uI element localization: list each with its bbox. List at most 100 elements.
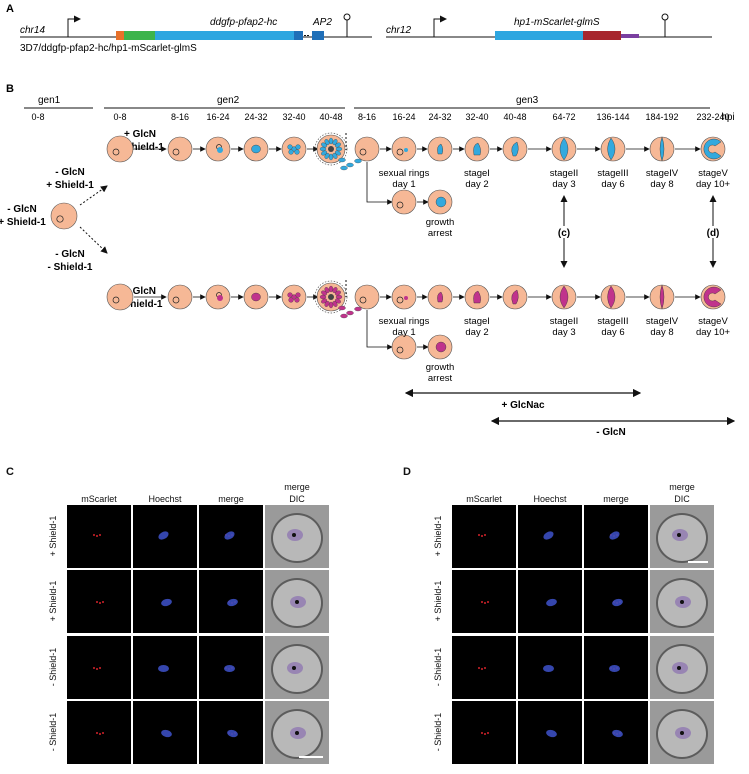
rbc-outline [271,644,323,694]
branch-arrow-up [79,185,108,206]
ring-nucleus [396,148,404,156]
mid-up-cond-1: - GlcN [55,167,84,178]
growth-arrest-label: arrest [428,228,453,239]
row-label: - Shield-1 [433,712,443,751]
top-up-cond-2: + Shield-1 [116,142,164,153]
hoechst-signal [607,529,622,542]
micrograph [518,505,582,568]
ring-nucleus [172,296,180,304]
column-header: mScarlet [466,494,502,504]
timepoint-label: 40-48 [319,112,342,122]
stage-label: sexual rings [379,316,430,327]
rbc-outline [271,709,323,759]
timepoint-label: 24-32 [428,112,451,122]
stage-label: stageI [464,168,490,179]
micrograph [584,570,648,633]
column-header: merge [669,482,695,492]
micrograph [265,701,329,764]
hoechst-signal [543,665,554,672]
mscarlet-signal [481,668,483,670]
arrest-arrow [366,310,393,350]
timepoint-label: 184-192 [645,112,678,122]
mscarlet-signal [99,602,101,604]
stage-label: stageV [698,316,728,327]
start-cond-2: + Shield-1 [0,217,46,228]
micrograph [518,636,582,699]
segment-green [124,31,155,40]
gene1-label: ddgfp-pfap2-hc [210,17,277,28]
chr14-label: chr14 [20,25,45,36]
segment-darkblue [294,31,303,40]
segment-ap2 [312,31,324,40]
stage-label: stageI [464,316,490,327]
hoechst-signal [158,665,169,672]
mscarlet-signal [487,601,489,603]
mscarlet-signal [102,601,104,603]
row-label: - Shield-1 [48,647,58,686]
hemozoin [292,666,296,670]
mscarlet-signal [478,667,480,669]
stage-label: day 10+ [696,327,731,338]
hemozoin [680,731,684,735]
timepoint-label: 32-40 [282,112,305,122]
column-header: mScarlet [81,494,117,504]
top-up-cond-1: + GlcN [124,129,156,140]
panel-a-letter: A [6,3,14,15]
gene2-label: hp1-mScarlet-glmS [514,17,600,28]
stage-label: day 3 [552,179,575,190]
stage-label: day 6 [601,179,624,190]
hoechst-signal [226,728,239,739]
micrograph [518,701,582,764]
ring-nucleus [396,296,404,304]
micrograph [584,636,648,699]
growth-arrest-label: growth [426,217,455,228]
chr12-label: chr12 [386,25,411,36]
stage-label: day 8 [650,179,673,190]
timepoint-label: 16-24 [206,112,229,122]
stage-label: stageIV [646,168,679,179]
mscarlet-signal [99,733,101,735]
row-label: - Shield-1 [48,712,58,751]
segment-hp1 [495,31,583,40]
micrograph [199,636,263,699]
gen2-label: gen2 [217,95,240,106]
stage-label: stageIII [597,168,628,179]
timepoint-label: 8-16 [171,112,189,122]
stage-label: day 1 [392,179,415,190]
mscarlet-signal [93,667,95,669]
mscarlet-signal [484,602,486,604]
panel-b-letter: B [6,83,14,95]
scale-bar [688,561,708,563]
mscarlet-signal [478,534,480,536]
gen3-label: gen3 [516,95,539,106]
timepoint-label: 64-72 [552,112,575,122]
timepoint-label: 32-40 [465,112,488,122]
start-cond-1: - GlcN [7,204,36,215]
strain-label: 3D7/ddgfp-pfap2-hc/hp1-mScarlet-glmS [20,43,197,54]
stage-label: stageII [550,168,579,179]
cell [106,135,134,163]
terminator-icon [661,13,669,21]
segment-glms [621,34,639,38]
growth-arrest-label: growth [426,362,455,373]
timepoint-label: 0-8 [31,112,44,122]
micrograph [265,570,329,633]
hemozoin [292,533,296,537]
cell [354,136,380,162]
micrograph [518,570,582,633]
stage-label: stageIV [646,316,679,327]
mscarlet-signal [481,601,483,603]
micrograph [452,636,516,699]
stage-label: day 10+ [696,179,731,190]
ring-nucleus [172,148,180,156]
hoechst-signal [541,529,556,542]
mid-dn-cond-2: - Shield-1 [47,262,92,273]
micrograph [584,505,648,568]
hemozoin [295,600,299,604]
row-label: + Shield-1 [433,515,443,556]
micrograph [199,701,263,764]
stage-label: stageIII [597,316,628,327]
cell [391,334,417,360]
